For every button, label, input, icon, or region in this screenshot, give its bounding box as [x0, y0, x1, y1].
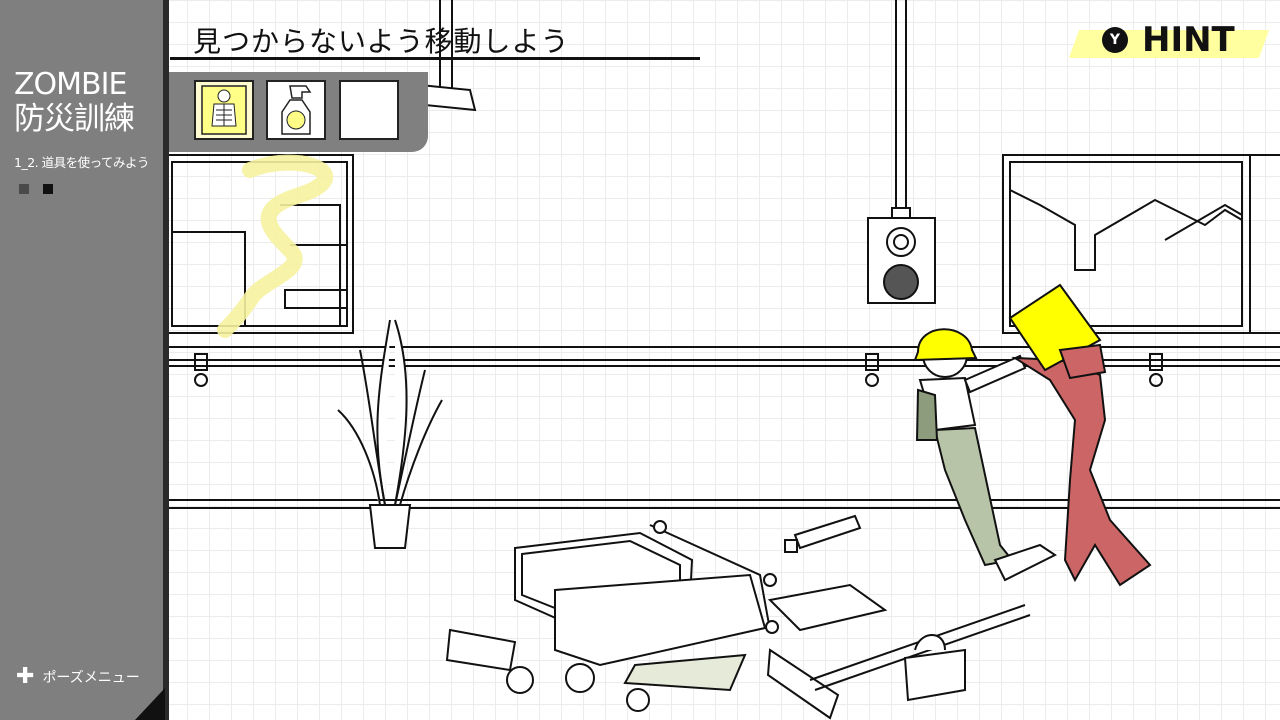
inventory-slot-spray[interactable]	[266, 80, 326, 140]
plus-icon: ✚	[16, 664, 35, 689]
objective-underline	[170, 57, 700, 60]
sidebar-divider	[163, 0, 169, 720]
objective-text: 見つからないよう移動しよう	[193, 25, 570, 58]
stage-label: 1_2. 道具を使ってみよう	[14, 155, 149, 170]
inventory-slot-empty[interactable]	[339, 80, 399, 140]
pause-menu-button[interactable]: ✚ ポーズメニュー	[16, 664, 140, 689]
game-logo-en: ZOMBIE	[14, 67, 127, 102]
hint-button[interactable]: Y HINT	[1068, 20, 1270, 60]
progress-dot-current	[43, 184, 53, 194]
hint-label: HINT	[1142, 20, 1235, 60]
spray-bottle-icon	[281, 85, 312, 135]
xray-skeleton-icon	[201, 85, 247, 135]
pause-menu-label: ポーズメニュー	[42, 670, 140, 686]
game-logo-jp: 防災訓練	[14, 101, 135, 137]
progress-dot	[19, 184, 29, 194]
inventory-slot-xray[interactable]	[194, 80, 254, 140]
y-button-icon: Y	[1102, 27, 1128, 53]
sidebar	[0, 0, 165, 720]
sidebar-corner-decoration	[135, 688, 165, 720]
scene-illustration	[165, 0, 1280, 720]
